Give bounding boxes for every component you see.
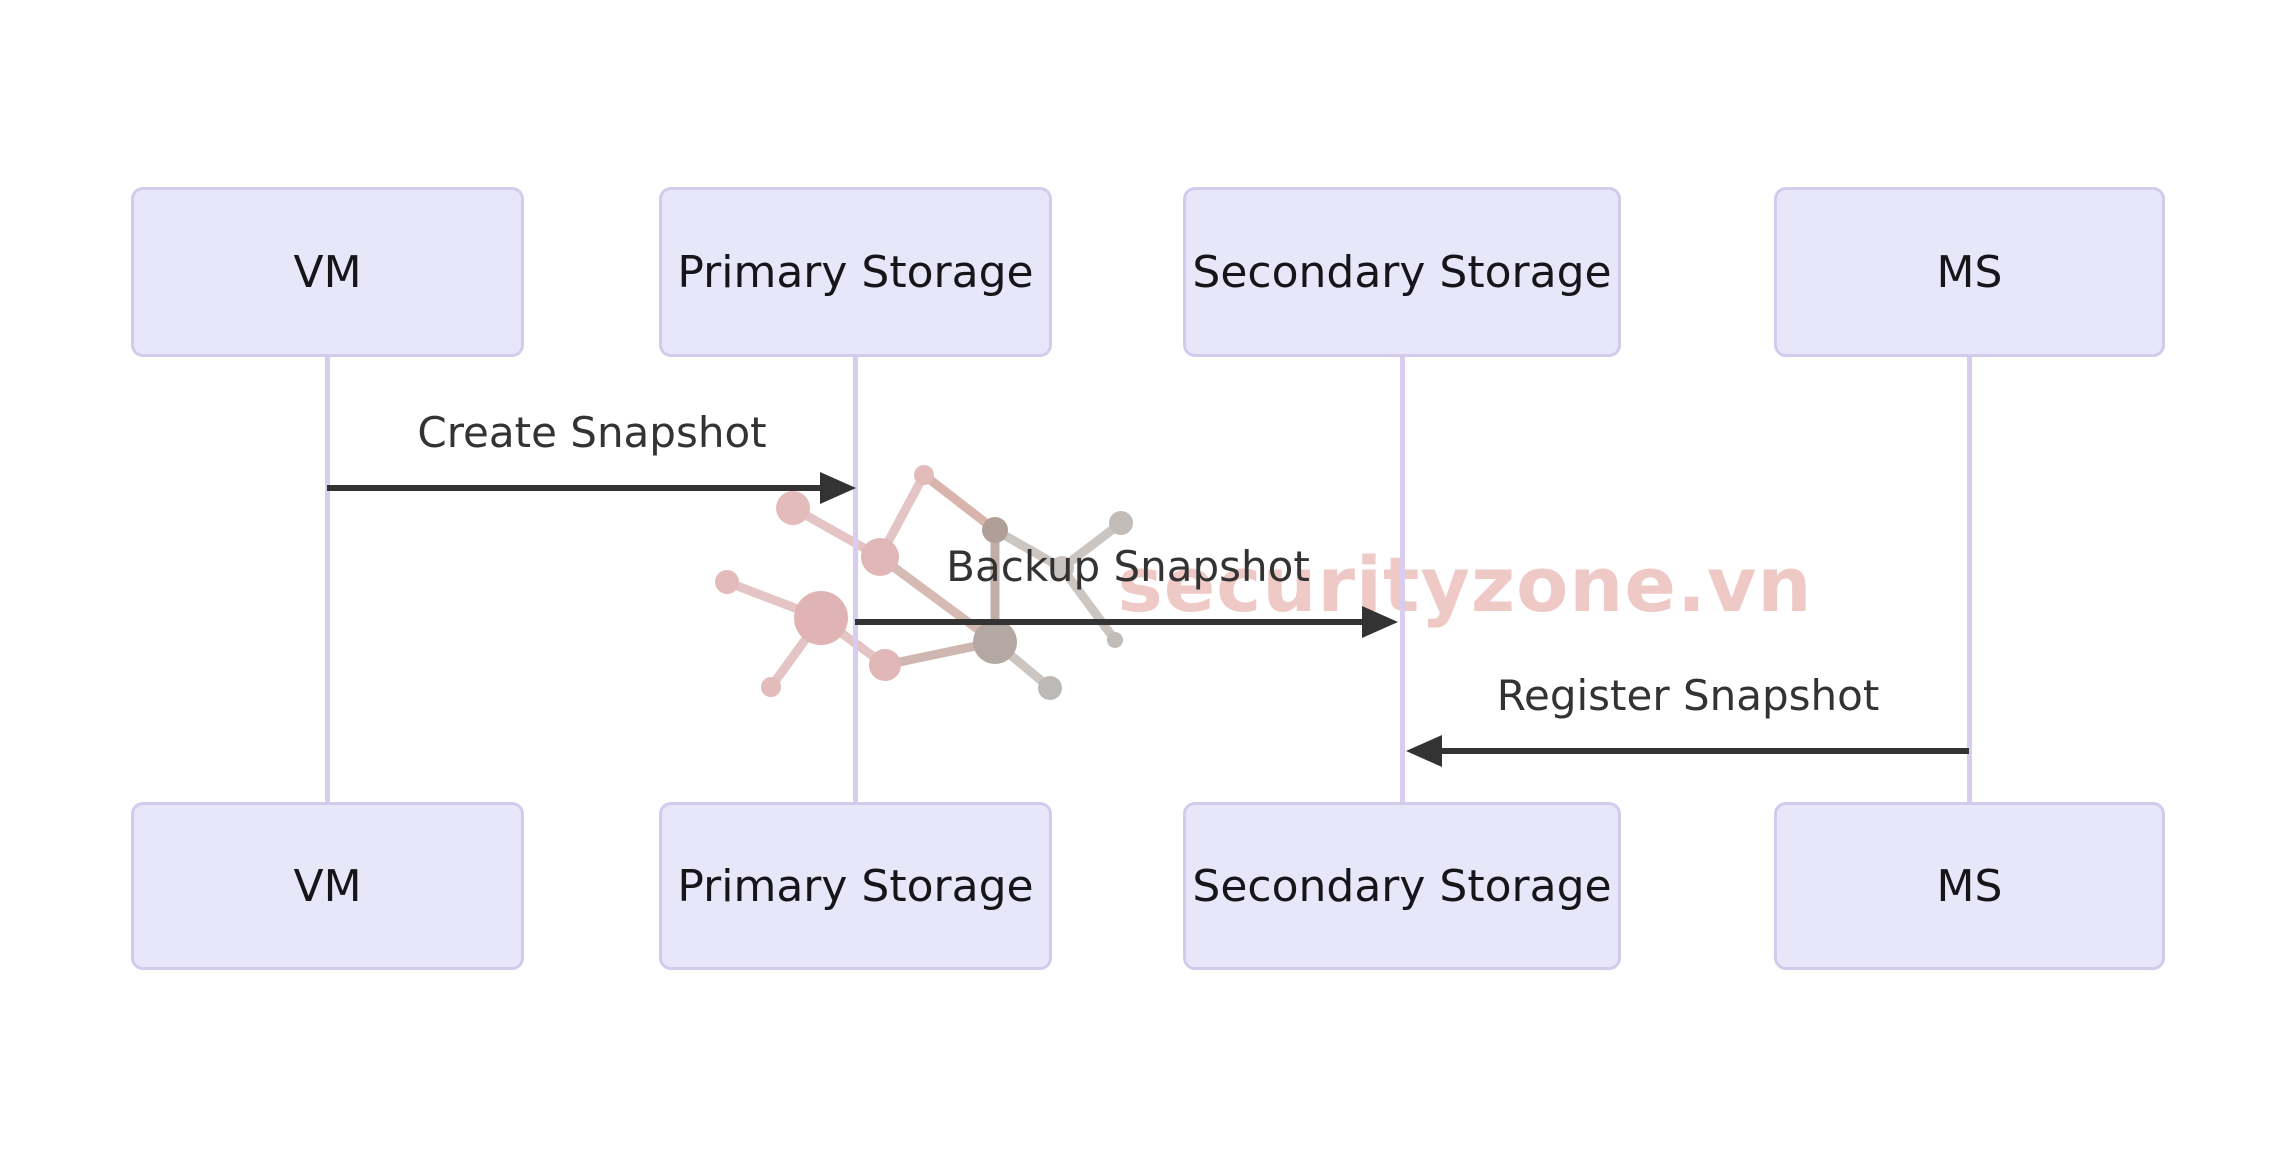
actor-box-vm-top: VM bbox=[131, 187, 524, 357]
actor-label: MS bbox=[1936, 246, 2003, 298]
actor-box-vm-bottom: VM bbox=[131, 802, 524, 970]
watermark-text: securityzone.vn bbox=[1117, 540, 1813, 629]
arrowhead-left-icon bbox=[1406, 735, 1442, 767]
arrowhead-right-icon bbox=[1362, 606, 1398, 638]
actor-label: Secondary Storage bbox=[1192, 860, 1612, 912]
message-label-create-snapshot: Create Snapshot bbox=[417, 408, 767, 457]
actor-box-secondary-storage-bottom: Secondary Storage bbox=[1183, 802, 1621, 970]
message-label-register-snapshot: Register Snapshot bbox=[1496, 671, 1880, 720]
actor-box-ms-bottom: MS bbox=[1774, 802, 2165, 970]
actor-box-primary-storage-top: Primary Storage bbox=[659, 187, 1052, 357]
actor-box-primary-storage-bottom: Primary Storage bbox=[659, 802, 1052, 970]
message-line-create-snapshot bbox=[327, 485, 822, 491]
actor-label: VM bbox=[293, 246, 362, 298]
message-label-backup-snapshot: Backup Snapshot bbox=[946, 542, 1310, 591]
actor-label: Primary Storage bbox=[677, 246, 1034, 298]
lifeline-primary-storage bbox=[853, 357, 858, 802]
message-line-backup-snapshot bbox=[855, 619, 1364, 625]
arrowhead-right-icon bbox=[820, 472, 856, 504]
lifeline-ms bbox=[1967, 357, 1972, 802]
message-line-register-snapshot bbox=[1442, 748, 1969, 754]
network-molecule-icon bbox=[715, 465, 1133, 700]
actor-box-ms-top: MS bbox=[1774, 187, 2165, 357]
actor-label: MS bbox=[1936, 860, 2003, 912]
actor-label: Secondary Storage bbox=[1192, 246, 1612, 298]
lifeline-vm bbox=[325, 357, 330, 802]
lifeline-secondary-storage bbox=[1400, 357, 1405, 802]
actor-label: VM bbox=[293, 860, 362, 912]
actor-box-secondary-storage-top: Secondary Storage bbox=[1183, 187, 1621, 357]
actor-label: Primary Storage bbox=[677, 860, 1034, 912]
